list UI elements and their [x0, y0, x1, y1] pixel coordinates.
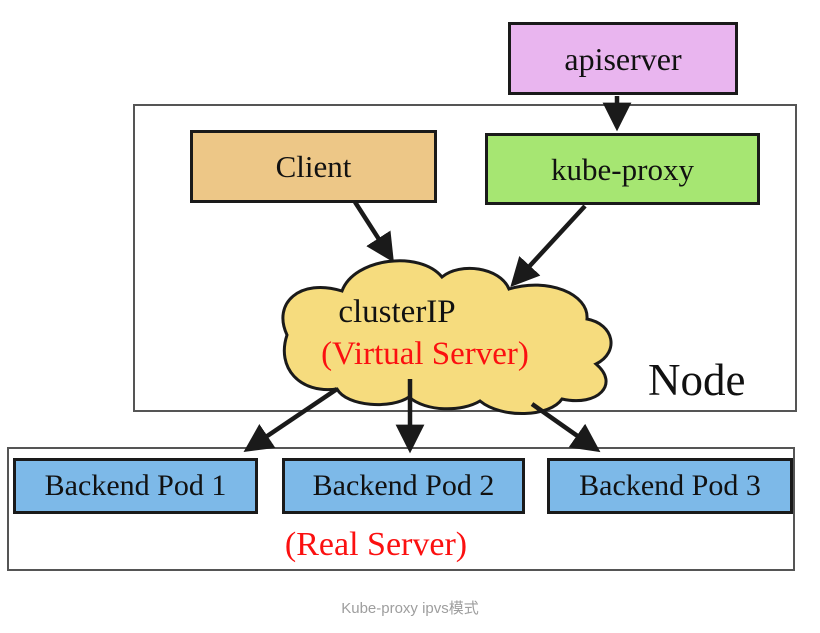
virtual-server-label: (Virtual Server)	[321, 336, 529, 372]
backend-pod-3-box: Backend Pod 3	[547, 458, 793, 514]
kube-proxy-box: kube-proxy	[485, 133, 760, 205]
real-server-label: (Real Server)	[284, 526, 468, 563]
diagram-caption: Kube-proxy ipvs模式	[341, 600, 479, 617]
apiserver-box: apiserver	[508, 22, 738, 95]
client-box: Client	[190, 130, 437, 203]
cluster-ip-label: clusterIP	[338, 294, 456, 330]
backend-pod-1-box: Backend Pod 1	[13, 458, 258, 514]
node-label: Node	[648, 355, 746, 405]
backend-pod-2-box: Backend Pod 2	[282, 458, 525, 514]
